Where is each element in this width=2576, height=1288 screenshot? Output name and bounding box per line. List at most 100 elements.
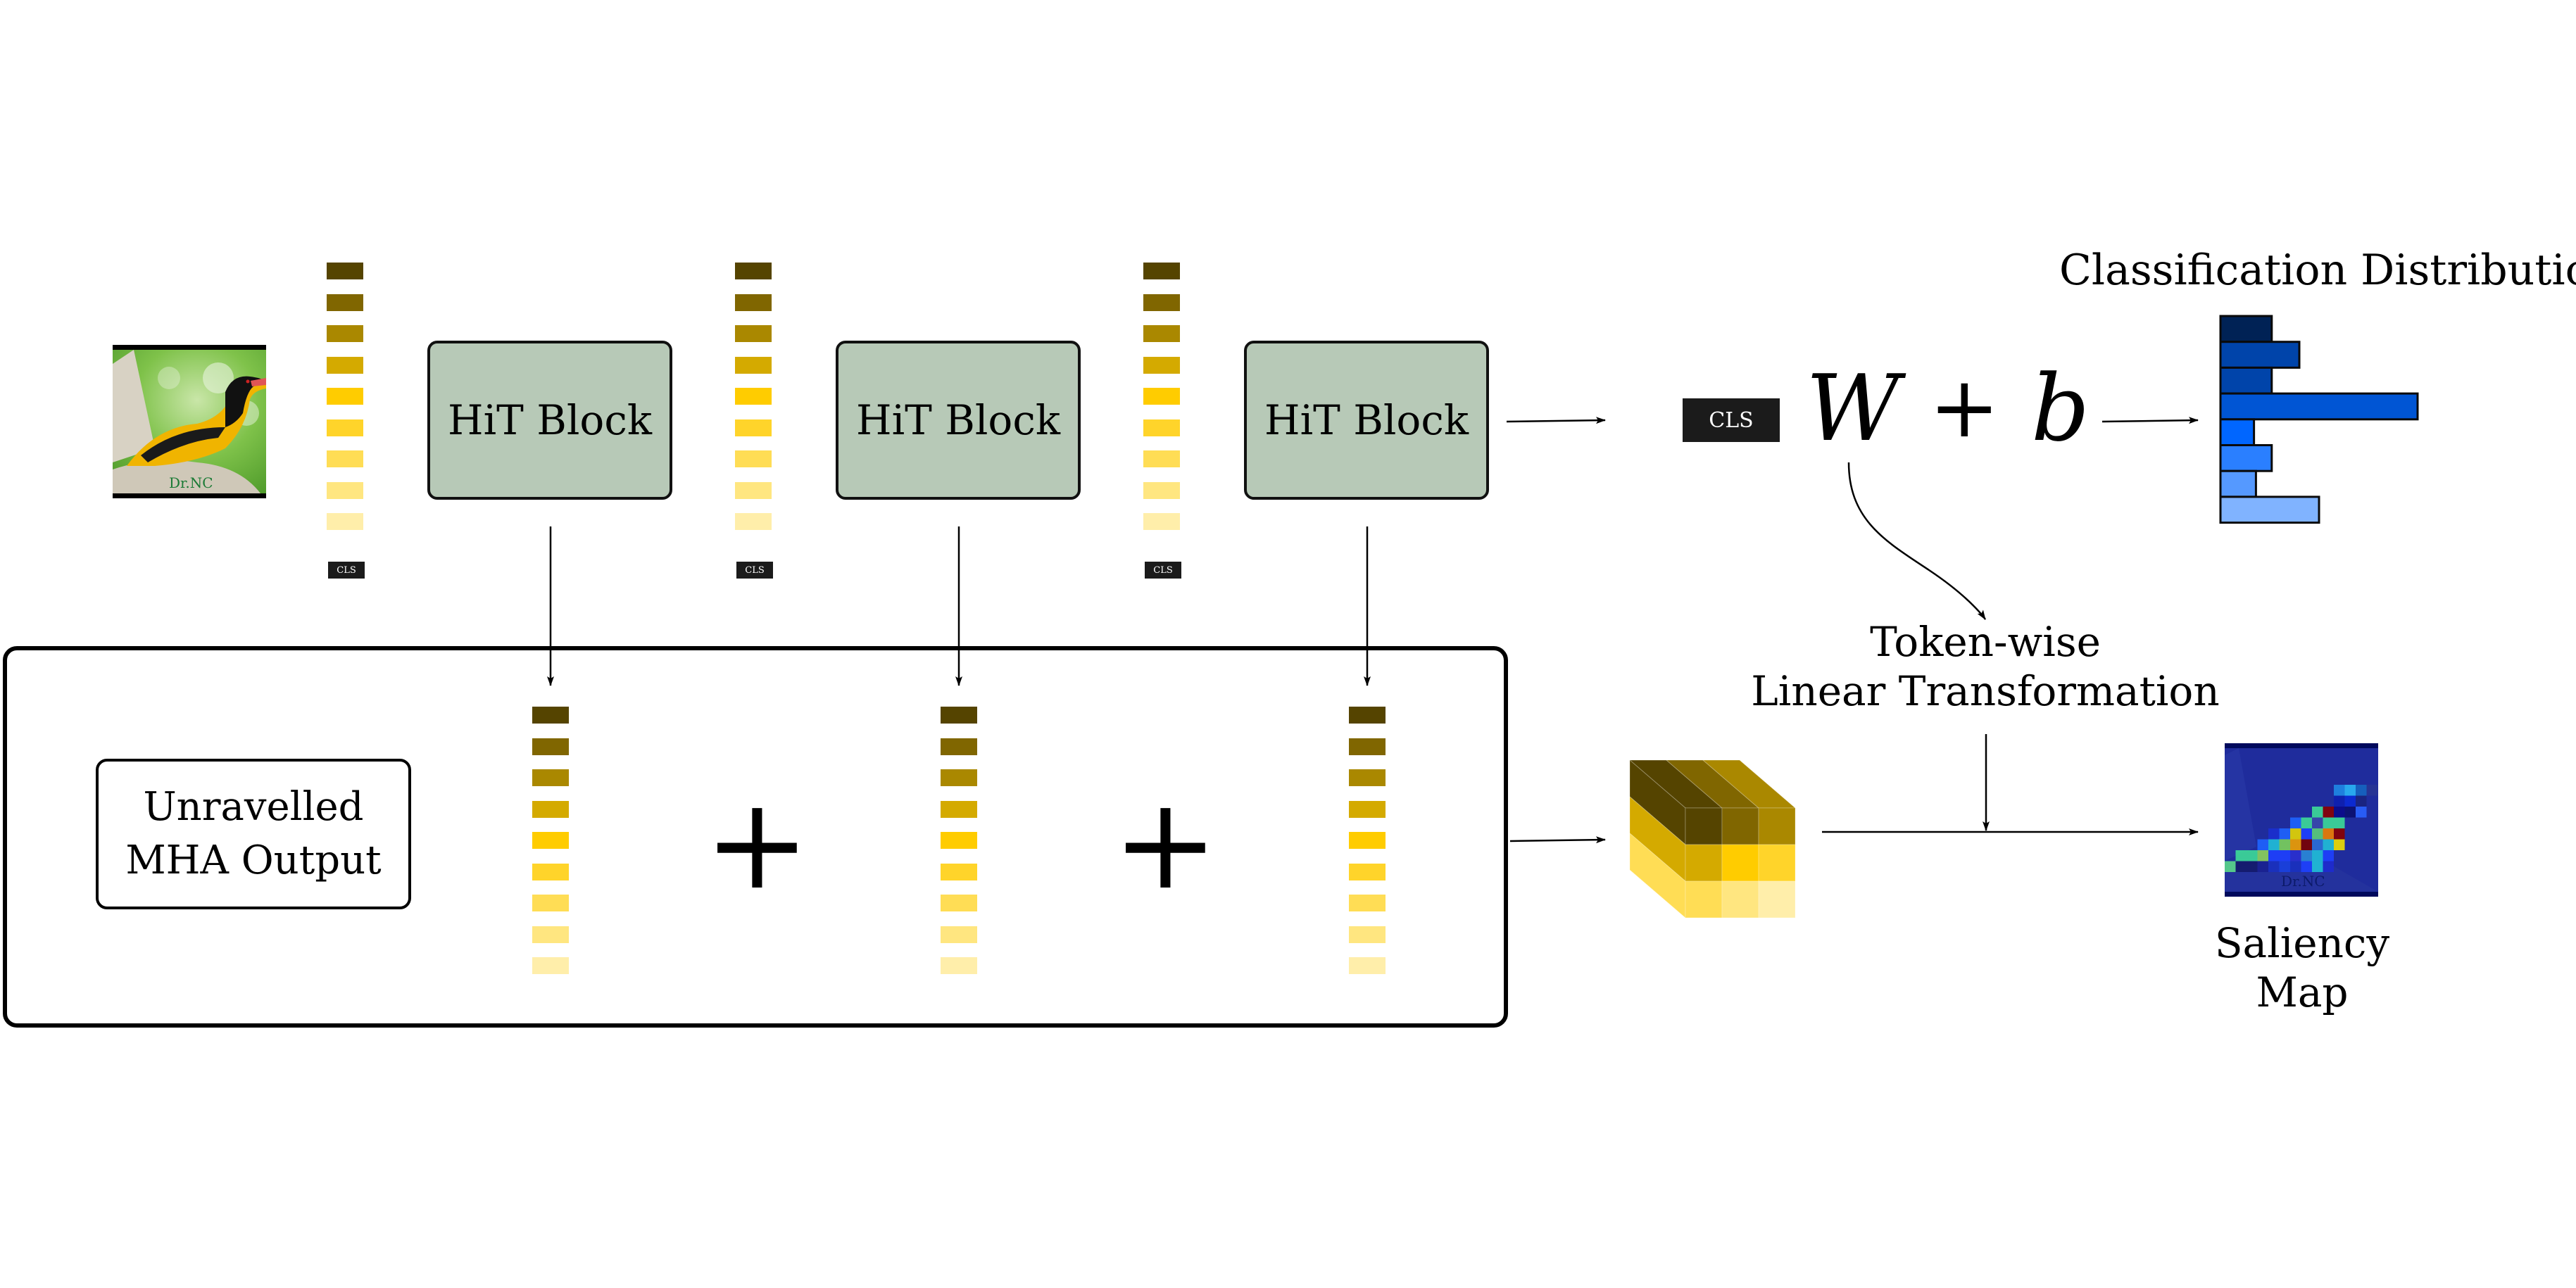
saliency-cell xyxy=(2323,839,2334,850)
input-image: Dr.NC xyxy=(113,345,266,498)
arrow-w-to-tokenwise xyxy=(1847,462,1987,620)
saliency-cell xyxy=(2301,850,2312,861)
cls-token: CLS xyxy=(736,562,773,579)
token xyxy=(532,738,569,755)
distribution-bar xyxy=(2219,392,2419,421)
saliency-cell xyxy=(2235,861,2247,872)
hit-block-label: HiT Block xyxy=(856,396,1060,444)
cube-front-cell xyxy=(1721,880,1759,918)
saliency-cell xyxy=(2301,839,2312,850)
arrow-eq-to-distribution xyxy=(2101,417,2199,424)
token xyxy=(735,356,772,374)
token xyxy=(532,926,569,943)
token xyxy=(532,957,569,974)
distribution-bar xyxy=(2219,495,2320,524)
token xyxy=(1349,832,1386,849)
token xyxy=(735,450,772,467)
token xyxy=(327,481,363,499)
saliency-map-image: Dr.NC xyxy=(2225,743,2378,897)
token xyxy=(1143,263,1180,279)
token xyxy=(327,513,363,530)
saliency-cell xyxy=(2334,785,2345,796)
hit-block-3[interactable]: HiT Block xyxy=(1244,341,1489,500)
saliency-cell xyxy=(2290,817,2301,828)
saliency-cell xyxy=(2268,850,2280,861)
token xyxy=(1143,450,1180,467)
token xyxy=(1143,419,1180,436)
saliency-cell xyxy=(2268,861,2280,872)
cube-front-cell xyxy=(1685,844,1723,882)
token xyxy=(1143,513,1180,530)
hit-block-1[interactable]: HiT Block xyxy=(427,341,672,500)
distribution-bar xyxy=(2219,341,2301,369)
token xyxy=(941,863,977,880)
saliency-cell xyxy=(2301,861,2312,872)
cls-token: CLS xyxy=(1145,562,1181,579)
saliency-cell xyxy=(2257,861,2268,872)
saliency-cell xyxy=(2323,828,2334,840)
token-cube xyxy=(1628,759,1797,919)
saliency-cell xyxy=(2323,807,2334,818)
distribution-bar xyxy=(2219,418,2256,447)
token xyxy=(941,957,977,974)
token xyxy=(1349,926,1386,943)
plus-sign-2: + xyxy=(1112,771,1219,918)
token xyxy=(735,513,772,530)
saliency-cell xyxy=(2356,807,2367,818)
unravelled-mha-label-box: Unravelled MHA Output xyxy=(96,759,411,909)
arrow-block3-to-cls xyxy=(1506,417,1606,424)
token xyxy=(327,419,363,436)
saliency-cell xyxy=(2344,807,2356,818)
saliency-watermark: Dr.NC xyxy=(2281,873,2325,890)
hit-block-label: HiT Block xyxy=(448,396,652,444)
cls-token: CLS xyxy=(328,562,365,579)
saliency-cell xyxy=(2290,861,2301,872)
token-wise-line2: Linear Transformation xyxy=(1751,667,2220,715)
token xyxy=(1349,769,1386,786)
token xyxy=(1349,895,1386,911)
token xyxy=(1349,738,1386,755)
token xyxy=(532,707,569,724)
cls-token-classifier: CLS xyxy=(1683,398,1780,442)
token xyxy=(1143,388,1180,405)
classification-distribution-title: Classification Distribution xyxy=(2059,246,2576,295)
saliency-cell xyxy=(2247,850,2258,861)
saliency-cell xyxy=(2247,861,2258,872)
token-wise-line1: Token-wise xyxy=(1870,618,2101,666)
token xyxy=(941,800,977,818)
token xyxy=(1143,325,1180,342)
token xyxy=(1349,707,1386,724)
saliency-cell xyxy=(2312,850,2323,861)
token xyxy=(532,895,569,911)
cube-front-cell xyxy=(1758,844,1796,882)
distribution-bar xyxy=(2219,444,2273,472)
equation-plus: + xyxy=(1929,359,2000,457)
token xyxy=(1349,957,1386,974)
saliency-cell xyxy=(2323,817,2334,828)
saliency-cell xyxy=(2279,828,2290,840)
saliency-cell xyxy=(2279,839,2290,850)
saliency-cell xyxy=(2344,795,2356,807)
token xyxy=(327,325,363,342)
saliency-cell xyxy=(2334,817,2345,828)
saliency-map-label: Saliency Map xyxy=(2214,919,2390,1016)
token xyxy=(735,481,772,499)
cube-front-cell xyxy=(1758,880,1796,918)
token xyxy=(735,388,772,405)
saliency-cell xyxy=(2268,828,2280,840)
saliency-cell xyxy=(2290,839,2301,850)
token xyxy=(532,769,569,786)
token xyxy=(735,419,772,436)
saliency-cell xyxy=(2334,839,2345,850)
saliency-cell xyxy=(2323,861,2334,872)
saliency-cell xyxy=(2334,807,2345,818)
token xyxy=(941,738,977,755)
saliency-cell xyxy=(2312,828,2323,840)
token xyxy=(941,769,977,786)
token xyxy=(327,450,363,467)
saliency-cell xyxy=(2279,850,2290,861)
hit-block-2[interactable]: HiT Block xyxy=(836,341,1081,500)
saliency-cell xyxy=(2366,785,2377,796)
token xyxy=(735,263,772,279)
